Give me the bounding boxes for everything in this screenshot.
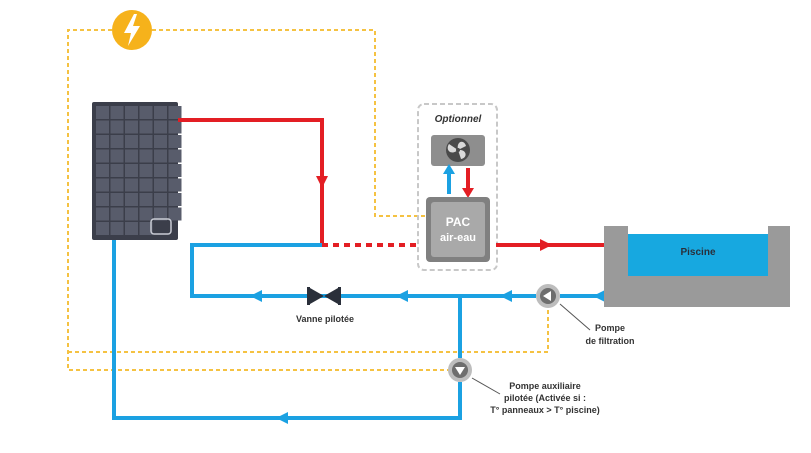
filtration-pump-label-line1: Pompe <box>595 323 625 333</box>
panel-cell <box>154 149 167 163</box>
panel-cell <box>154 193 167 206</box>
pac-label-line2: air-eau <box>440 232 476 244</box>
control-line-filtration-pump <box>68 310 549 353</box>
panel-cell <box>168 164 182 177</box>
pool-label: Piscine <box>680 247 715 258</box>
panel-cell <box>110 178 124 192</box>
panel-cell <box>96 164 109 177</box>
solar-panel <box>92 102 182 240</box>
pump-triangle-icon <box>543 291 551 301</box>
panel-cell <box>154 135 167 148</box>
panel-cell <box>110 164 124 177</box>
panel-cell <box>139 135 153 148</box>
pool <box>604 226 790 307</box>
filtration-pump-pointer <box>559 303 591 331</box>
cold-arrow-bottom <box>276 412 288 424</box>
cold-pipe <box>112 240 657 420</box>
panel-cell <box>168 135 182 148</box>
panel-cell <box>125 106 138 119</box>
panel-cell <box>139 149 153 163</box>
bowtie-valve-icon <box>310 288 338 304</box>
panel-cell <box>139 222 153 235</box>
panel-cell <box>168 106 182 119</box>
panel-cell <box>154 178 167 192</box>
panel-cell <box>139 178 153 192</box>
pac-to-fan-arrow <box>443 164 455 174</box>
hot-pipe <box>178 118 606 247</box>
panel-cell <box>168 120 182 134</box>
panel-cell <box>125 207 138 221</box>
lightning-bolt-icon <box>124 14 140 46</box>
panel-cell <box>168 149 182 163</box>
panel-cell <box>110 222 124 235</box>
panel-cell <box>96 106 109 119</box>
panel-cell <box>96 222 109 235</box>
panel-cell <box>96 207 109 221</box>
filtration-pump-label-line2: de filtration <box>586 336 635 346</box>
panel-cell <box>96 193 109 206</box>
panel-cell <box>154 207 167 221</box>
fan-icon <box>446 138 470 162</box>
panel-cell <box>125 222 138 235</box>
panel-cell <box>110 135 124 148</box>
auxiliary-pump-pointer <box>471 377 501 395</box>
cold-arrow-2 <box>396 290 408 302</box>
hot-pipe-arrow-down <box>316 176 328 188</box>
panel-cell-grid <box>96 106 182 235</box>
auxiliary-pump-label-line2: pilotée (Activée si : <box>504 393 586 403</box>
panel-cell <box>125 149 138 163</box>
power-supply-badge <box>112 10 152 50</box>
panel-cell <box>168 207 182 221</box>
panel-cell <box>96 135 109 148</box>
pool-water <box>628 234 768 276</box>
panel-cell <box>139 106 153 119</box>
power-line-left <box>67 29 455 371</box>
panel-cell <box>110 106 124 119</box>
pac-unit <box>426 197 490 262</box>
cold-arrow-1 <box>250 290 262 302</box>
panel-cell <box>110 193 124 206</box>
auxiliary-pump <box>448 358 472 382</box>
pac-label-line1: PAC <box>446 215 471 229</box>
pump-triangle-icon <box>455 367 465 375</box>
panel-cell <box>168 193 182 206</box>
panel-cell <box>125 193 138 206</box>
cold-arrow-pool <box>593 290 605 302</box>
panel-cell <box>139 193 153 206</box>
panel-cell <box>139 164 153 177</box>
panel-cell <box>110 149 124 163</box>
power-line-right <box>152 29 428 217</box>
control-lines <box>67 29 549 371</box>
panel-cell <box>96 149 109 163</box>
panel-cell <box>96 178 109 192</box>
panel-cell <box>110 207 124 221</box>
panel-cell <box>139 207 153 221</box>
optional-label: Optionnel <box>435 114 482 125</box>
panel-logo-icon <box>150 218 172 235</box>
panel-cell <box>125 120 138 134</box>
panel-cell <box>168 178 182 192</box>
panel-cell <box>125 135 138 148</box>
auxiliary-pump-label-line3: T° panneaux > T° piscine) <box>490 405 599 415</box>
panel-cell <box>154 106 167 119</box>
panel-cell <box>125 164 138 177</box>
hot-pipe-arrow-right <box>540 239 552 251</box>
optional-equipment-box <box>417 103 498 271</box>
cold-arrow-3 <box>500 290 512 302</box>
panel-cell <box>139 120 153 134</box>
panel-cell <box>154 120 167 134</box>
piloted-valve <box>307 287 341 305</box>
panel-cell <box>154 164 167 177</box>
valve-label: Vanne pilotée <box>296 314 354 324</box>
panel-cell <box>110 120 124 134</box>
pool-basin <box>604 226 790 307</box>
fan-to-pac-arrow <box>462 188 474 198</box>
filtration-pump <box>536 284 560 308</box>
panel-cell <box>96 120 109 134</box>
panel-cell <box>125 178 138 192</box>
auxiliary-pump-label-line1: Pompe auxiliaire <box>509 381 581 391</box>
fan-unit <box>431 135 485 166</box>
